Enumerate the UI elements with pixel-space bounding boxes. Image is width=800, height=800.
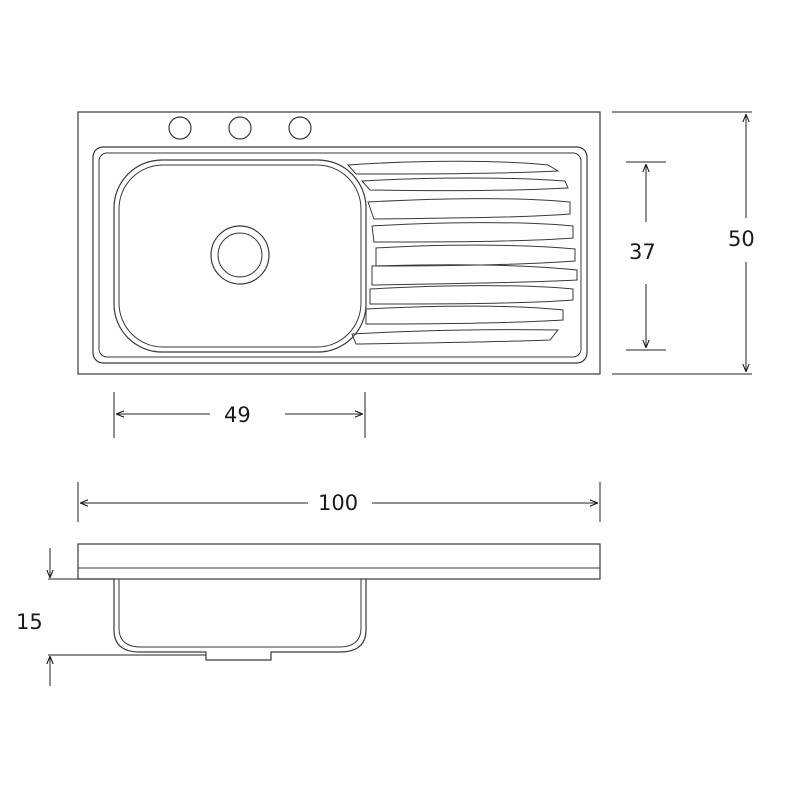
drainboard-rib: [351, 329, 560, 345]
bowl-inner: [118, 164, 362, 348]
drainboard-rib: [375, 244, 576, 267]
faucet-hole-icon: [168, 116, 192, 140]
drainboard-rib: [371, 264, 578, 286]
countertop-slab: [77, 543, 601, 580]
drain-icon: [210, 225, 270, 285]
dim-bowl-width: [113, 392, 366, 438]
drainboard-ribs: [346, 160, 578, 345]
label-inner-depth: 37: [629, 240, 656, 264]
label-total-width: 100: [318, 491, 359, 515]
bowl-profile: [113, 579, 367, 661]
countertop-outline: [77, 111, 601, 375]
dim-total-width: [77, 482, 601, 522]
sink-rim: [92, 146, 588, 364]
bowl-profile-inner: [118, 579, 362, 648]
drain-inner-icon: [217, 232, 263, 278]
dim-bowl-height: [48, 548, 206, 686]
label-total-depth: 50: [728, 227, 755, 251]
side-view: [77, 543, 601, 661]
faucet-hole-icon: [228, 116, 252, 140]
dim-total-depth: [612, 111, 752, 375]
drainboard-rib: [369, 285, 574, 305]
label-bowl-width: 49: [224, 403, 251, 427]
drainboard-rib: [346, 160, 560, 175]
bowl-outline: [113, 159, 367, 353]
drainboard-rib: [365, 305, 564, 325]
drainboard-rib: [360, 177, 569, 192]
top-view: [77, 111, 601, 375]
faucet-hole-icon: [288, 116, 312, 140]
dim-inner-depth: [626, 161, 666, 351]
drainboard-rib: [367, 198, 571, 220]
sink-rim-inner: [98, 152, 582, 358]
label-bowl-height: 15: [16, 610, 43, 634]
drainboard-rib: [371, 222, 574, 243]
